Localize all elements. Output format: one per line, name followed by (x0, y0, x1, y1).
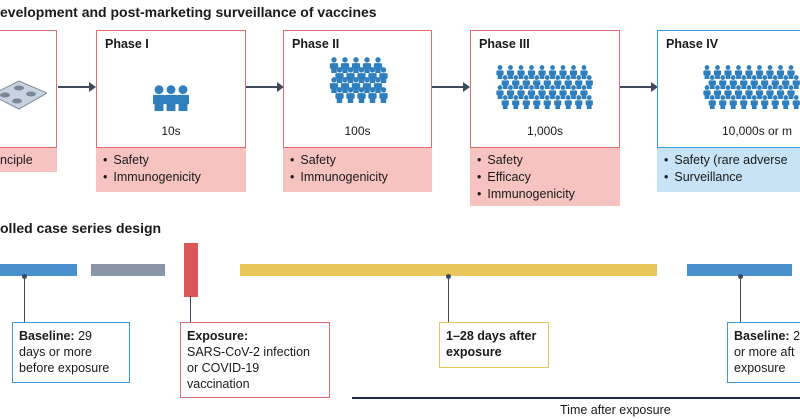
phase-3-box: Phase III 1,000s (470, 30, 620, 148)
phase-1-item: Safety (103, 152, 246, 169)
phase-3-title: Phase III (479, 37, 530, 51)
preclinical-box (0, 30, 57, 148)
window-bold2: exposure (446, 345, 502, 359)
phase-4-detail: Safety (rare adverse Surveillance (657, 148, 800, 192)
grey-bar (91, 264, 165, 276)
exposure-line3: or COVID-19 (187, 361, 260, 375)
top-section-title: evelopment and post-marketing surveillan… (0, 4, 377, 20)
baseline-right-rest: 2 (789, 329, 800, 343)
window-stem (448, 276, 449, 322)
phase-3-count: 1,000s (526, 124, 564, 138)
exposure-callout: Exposure: SARS-CoV-2 infection or COVID-… (180, 322, 330, 398)
time-axis-label: Time after exposure (560, 403, 671, 417)
baseline-right-line2: or more aft (734, 345, 795, 359)
baseline-left-rest: 29 (74, 329, 92, 343)
baseline-bar-right (687, 264, 792, 276)
risk-window-callout: 1–28 days after exposure (439, 322, 549, 368)
phase-1-item: Immunogenicity (103, 169, 246, 186)
baseline-right-line3: exposure (734, 361, 786, 375)
phase-4-count: 10,000s or m (722, 124, 793, 138)
petri-dish-icon (0, 80, 47, 110)
phase-4-item: Safety (rare adverse (664, 152, 800, 169)
phase-3-people-icon (471, 59, 619, 124)
time-axis-line (352, 397, 800, 399)
phase-4-box: Phase IV 10,000s or m (657, 30, 800, 148)
phase-2-people-icon (284, 55, 431, 120)
baseline-left-line3: before exposure (19, 361, 110, 375)
baseline-right-callout: Baseline: 2 or more aft exposure (727, 322, 800, 383)
baseline-left-bold: Baseline: (19, 329, 75, 343)
preclinical-label: nciple (0, 153, 33, 167)
baseline-left-stem (24, 276, 25, 322)
window-bold1: 1–28 days after (446, 329, 537, 343)
phase-1-title: Phase I (105, 37, 149, 51)
baseline-bar-left (0, 264, 77, 276)
arrow-phase2-to-phase3 (432, 82, 470, 92)
phase-2-detail: Safety Immunogenicity (283, 148, 432, 192)
phase-2-item: Immunogenicity (290, 169, 432, 186)
exposure-bar (184, 243, 198, 297)
phase-3-item: Efficacy (477, 169, 620, 186)
phase-2-title: Phase II (292, 37, 340, 51)
phase-4-title: Phase IV (666, 37, 719, 51)
phase-4-item: Surveillance (664, 169, 800, 186)
arrow-phase1-to-phase2 (246, 82, 284, 92)
exposure-bold: Exposure: (187, 329, 249, 343)
baseline-left-callout: Baseline: 29 days or more before exposur… (12, 322, 130, 383)
exposure-line2: SARS-CoV-2 infection (187, 345, 310, 359)
phase-3-detail: Safety Efficacy Immunogenicity (470, 148, 620, 206)
risk-window-bar (240, 264, 657, 276)
bottom-section-title: olled case series design (0, 220, 162, 236)
phase-2-count: 100s (344, 124, 371, 138)
baseline-left-line2: days or more (19, 345, 92, 359)
arrow-pre-to-phase1 (58, 82, 96, 92)
arrow-phase3-to-phase4 (620, 82, 658, 92)
phase-1-box: Phase I 10s (96, 30, 246, 148)
phase-3-item: Immunogenicity (477, 186, 620, 203)
phase-1-count: 10s (161, 124, 181, 138)
phase-4-people-icon (702, 59, 800, 124)
phase-2-box: Phase II 100s (283, 30, 432, 148)
phase-1-detail: Safety Immunogenicity (96, 148, 246, 192)
phase-2-item: Safety (290, 152, 432, 169)
exposure-line4: vaccination (187, 377, 250, 391)
baseline-right-bold: Baseline: (734, 329, 790, 343)
phase-3-item: Safety (477, 152, 620, 169)
exposure-stem (190, 296, 191, 322)
phase-1-people-icon (97, 83, 245, 118)
baseline-right-stem (740, 276, 741, 322)
preclinical-detail: nciple (0, 148, 57, 172)
